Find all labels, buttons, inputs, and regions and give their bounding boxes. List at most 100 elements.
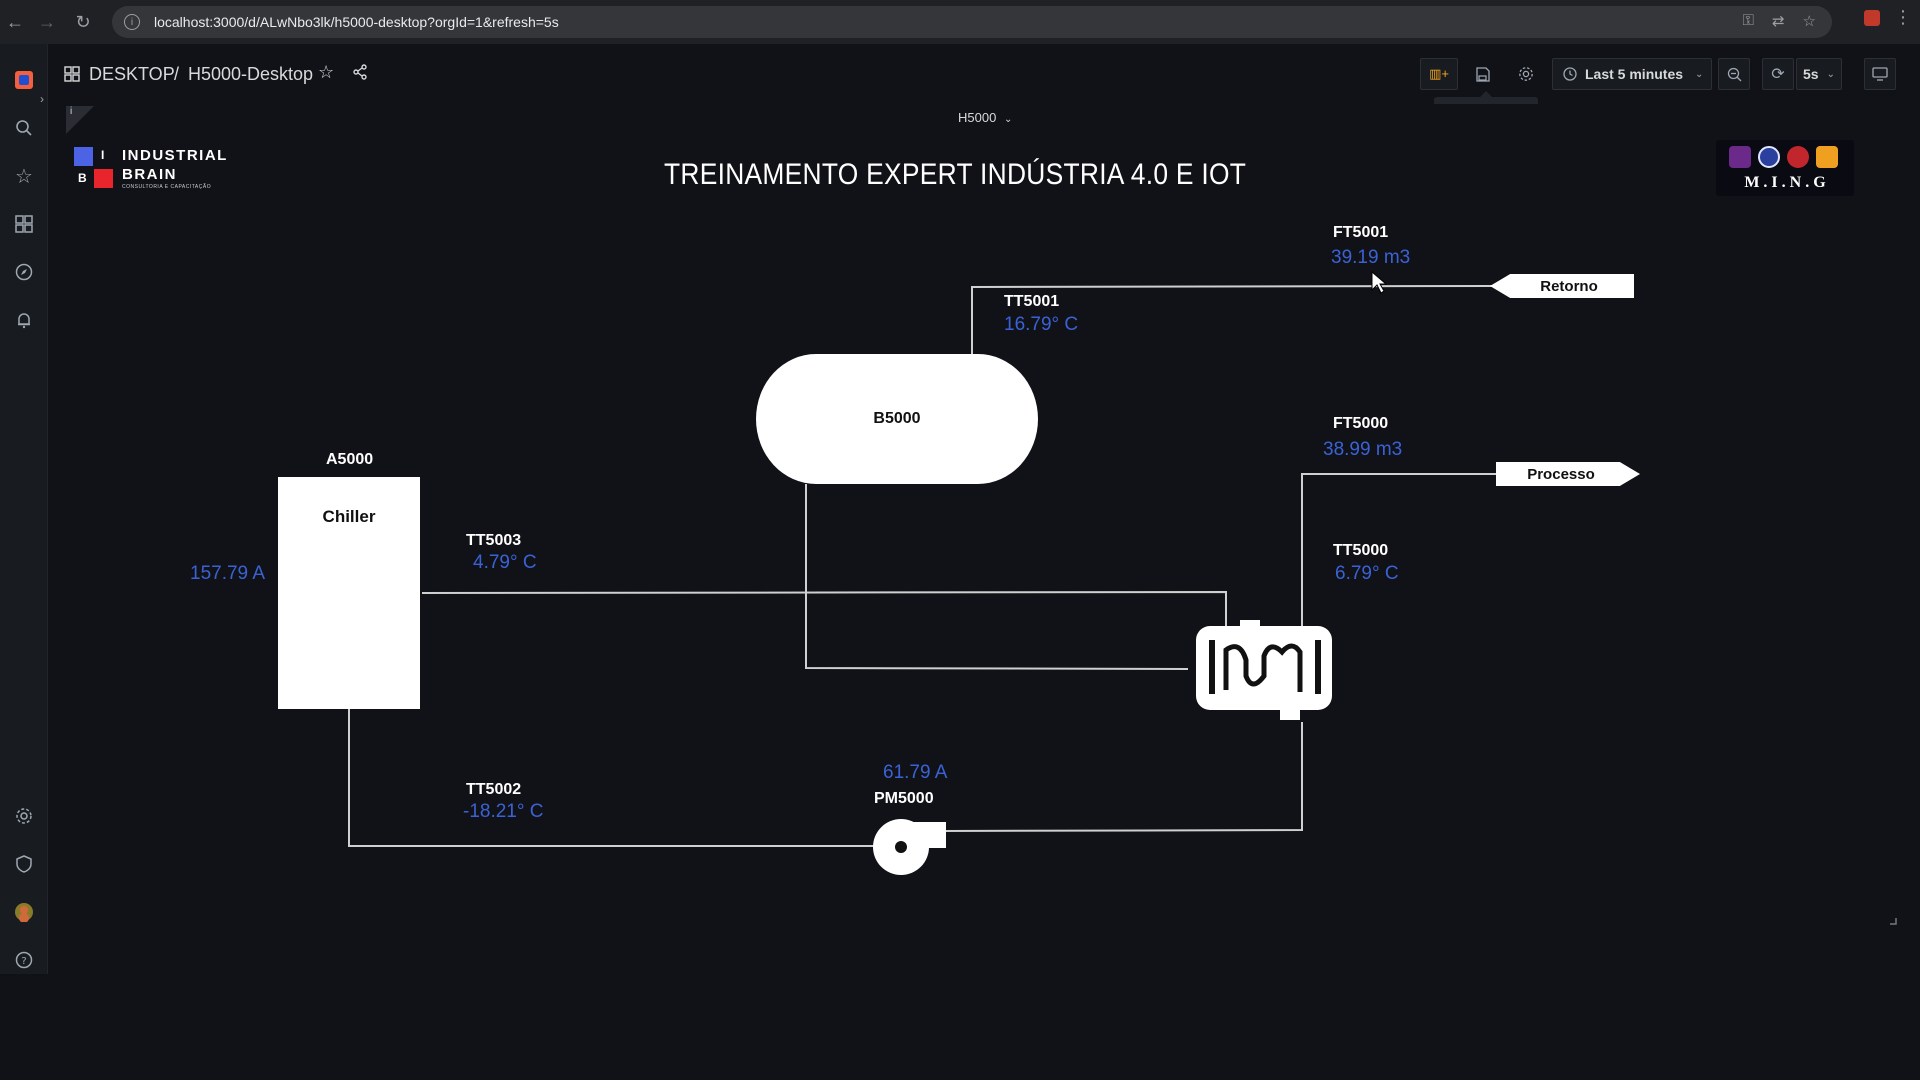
chevron-down-icon: ⌄: [1695, 68, 1704, 80]
refresh-icon: ⟳: [1771, 66, 1785, 83]
pipe-exchanger-processo: [1301, 473, 1496, 630]
gear-icon: [1519, 67, 1533, 81]
forward-icon[interactable]: →: [38, 11, 56, 32]
tt5000-value: 6.79° C: [1335, 563, 1399, 584]
pump-tag: PM5000: [874, 790, 934, 807]
clock-icon: [1563, 67, 1577, 81]
tank-label: B5000: [873, 410, 921, 427]
variable-value: H5000: [958, 110, 997, 125]
alerting-bell-icon[interactable]: [8, 304, 40, 336]
ft5000-tag: FT5000: [1333, 415, 1389, 432]
save-dashboard-button[interactable]: [1466, 58, 1498, 90]
pump-current-value: 61.79 A: [883, 762, 948, 783]
scrollbar[interactable]: [1914, 44, 1920, 1080]
chiller-label: Chiller: [322, 507, 376, 526]
refresh-button[interactable]: ⟳: [1762, 58, 1794, 90]
chiller-unit[interactable]: Chiller: [278, 477, 420, 709]
tt5001-tag: TT5001: [1004, 293, 1060, 310]
logo-letter-i: I: [101, 148, 105, 162]
starred-icon[interactable]: ☆: [15, 165, 33, 188]
pipe-pump-exchanger: [943, 722, 1303, 832]
refresh-interval-label: 5s: [1803, 66, 1819, 82]
logo-badge-red: [1787, 146, 1809, 168]
logo-text-industrial: INDUSTRIAL: [122, 147, 228, 164]
user-avatar[interactable]: [8, 896, 40, 928]
processo-label: Processo: [1527, 465, 1595, 483]
tt5002-tag: TT5002: [466, 781, 522, 798]
time-range-picker[interactable]: Last 5 minutes ⌄: [1552, 58, 1712, 90]
site-info-icon[interactable]: i: [124, 14, 140, 30]
breadcrumb-dashboard[interactable]: H5000-Desktop: [188, 64, 314, 84]
pipe-chiller-pump: [348, 709, 874, 847]
zoom-out-icon: [1727, 67, 1741, 81]
logo-badge-blue: [1758, 146, 1780, 168]
explore-compass-icon[interactable]: [8, 256, 40, 288]
logo-text-brain: BRAIN: [122, 166, 177, 183]
logo-square-blue: [74, 147, 93, 166]
logo-ming-text: M . I . N . G: [1744, 174, 1826, 191]
panel-info-icon[interactable]: i: [70, 106, 73, 117]
canvas-title: TREINAMENTO EXPERT INDÚSTRIA 4.0 E IOT: [664, 158, 1247, 191]
translate-icon[interactable]: ⇄: [1771, 13, 1785, 30]
add-panel-button[interactable]: ▥+: [1420, 58, 1458, 90]
tt5003-value: 4.79° C: [473, 552, 537, 573]
help-icon[interactable]: ?: [8, 944, 40, 976]
favorite-star-icon[interactable]: ☆: [318, 62, 335, 82]
address-bar[interactable]: i localhost:3000/d/ALwNbo3lk/h5000-deskt…: [112, 6, 1832, 38]
add-panel-icon: ▥+: [1429, 66, 1449, 81]
settings-gear-icon[interactable]: [8, 800, 40, 832]
page-footer-area: [0, 974, 1920, 1080]
pipe-retorno: [971, 285, 1493, 354]
processo-output-arrow: Processo: [1496, 462, 1640, 486]
chiller-current-value: 157.79 A: [190, 563, 266, 584]
breadcrumb-folder[interactable]: DESKTOP: [89, 64, 175, 84]
url-text: localhost:3000/d/ALwNbo3lk/h5000-desktop…: [154, 14, 559, 30]
password-key-icon[interactable]: ⚿: [1742, 12, 1754, 29]
bookmark-star-icon[interactable]: ☆: [1802, 13, 1816, 30]
ft5001-value: 39.19 m3: [1331, 247, 1411, 268]
browser-toolbar: ← → ↻ i localhost:3000/d/ALwNbo3lk/h5000…: [0, 0, 1920, 44]
pipe-chiller-exchanger: [421, 590, 1227, 626]
chiller-tag: A5000: [326, 451, 374, 468]
retorno-label: Retorno: [1540, 277, 1598, 295]
industrial-brain-logo: I B INDUSTRIAL BRAIN CONSULTORIA E CAPAC…: [74, 145, 250, 195]
share-icon[interactable]: [352, 64, 368, 85]
chevron-down-icon: ⌄: [1826, 68, 1835, 80]
dashboards-grid-icon: [64, 66, 80, 87]
logo-letter-b: B: [78, 171, 87, 185]
ft5001-tag: FT5001: [1333, 224, 1389, 241]
save-icon: [1475, 66, 1490, 82]
side-menu: › ☆ ?: [0, 44, 48, 974]
time-range-label: Last 5 minutes: [1585, 66, 1684, 82]
heat-exchanger-icon: [1196, 620, 1332, 720]
logo-badge-orange: [1816, 146, 1838, 168]
tv-mode-button[interactable]: [1864, 58, 1896, 90]
server-admin-shield-icon[interactable]: [8, 848, 40, 880]
menu-kebab-icon[interactable]: ⋮: [1894, 7, 1912, 27]
pump-icon: [873, 819, 946, 875]
variable-selector[interactable]: H5000 ⌄: [958, 110, 1012, 125]
search-icon[interactable]: [8, 112, 40, 144]
retorno-output-arrow: Retorno: [1490, 274, 1634, 298]
grafana-logo-icon[interactable]: [8, 64, 40, 96]
expand-chevron-icon[interactable]: ›: [40, 92, 44, 106]
refresh-interval-picker[interactable]: 5s ⌄: [1796, 58, 1842, 90]
zoom-out-button[interactable]: [1718, 58, 1750, 90]
logo-badge-purple: [1729, 146, 1751, 168]
dashboard-settings-button[interactable]: [1510, 58, 1542, 90]
pipe-tank-exchanger: [805, 484, 1189, 670]
dashboards-icon[interactable]: [8, 208, 40, 240]
extension-icon[interactable]: [1864, 9, 1880, 26]
back-icon[interactable]: ←: [6, 11, 24, 32]
tt5001-value: 16.79° C: [1004, 314, 1079, 335]
tank-b5000[interactable]: B5000: [756, 354, 1038, 484]
svg-text:?: ?: [21, 956, 26, 967]
ming-logo: M . I . N . G: [1716, 140, 1854, 196]
tt5003-tag: TT5003: [466, 532, 522, 549]
breadcrumb-separator: /: [174, 64, 180, 84]
panel-corner-marker: [66, 106, 94, 134]
monitor-icon: [1872, 67, 1888, 81]
reload-icon[interactable]: ↻: [75, 11, 91, 32]
logo-tagline: CONSULTORIA E CAPACITAÇÃO: [122, 184, 212, 190]
